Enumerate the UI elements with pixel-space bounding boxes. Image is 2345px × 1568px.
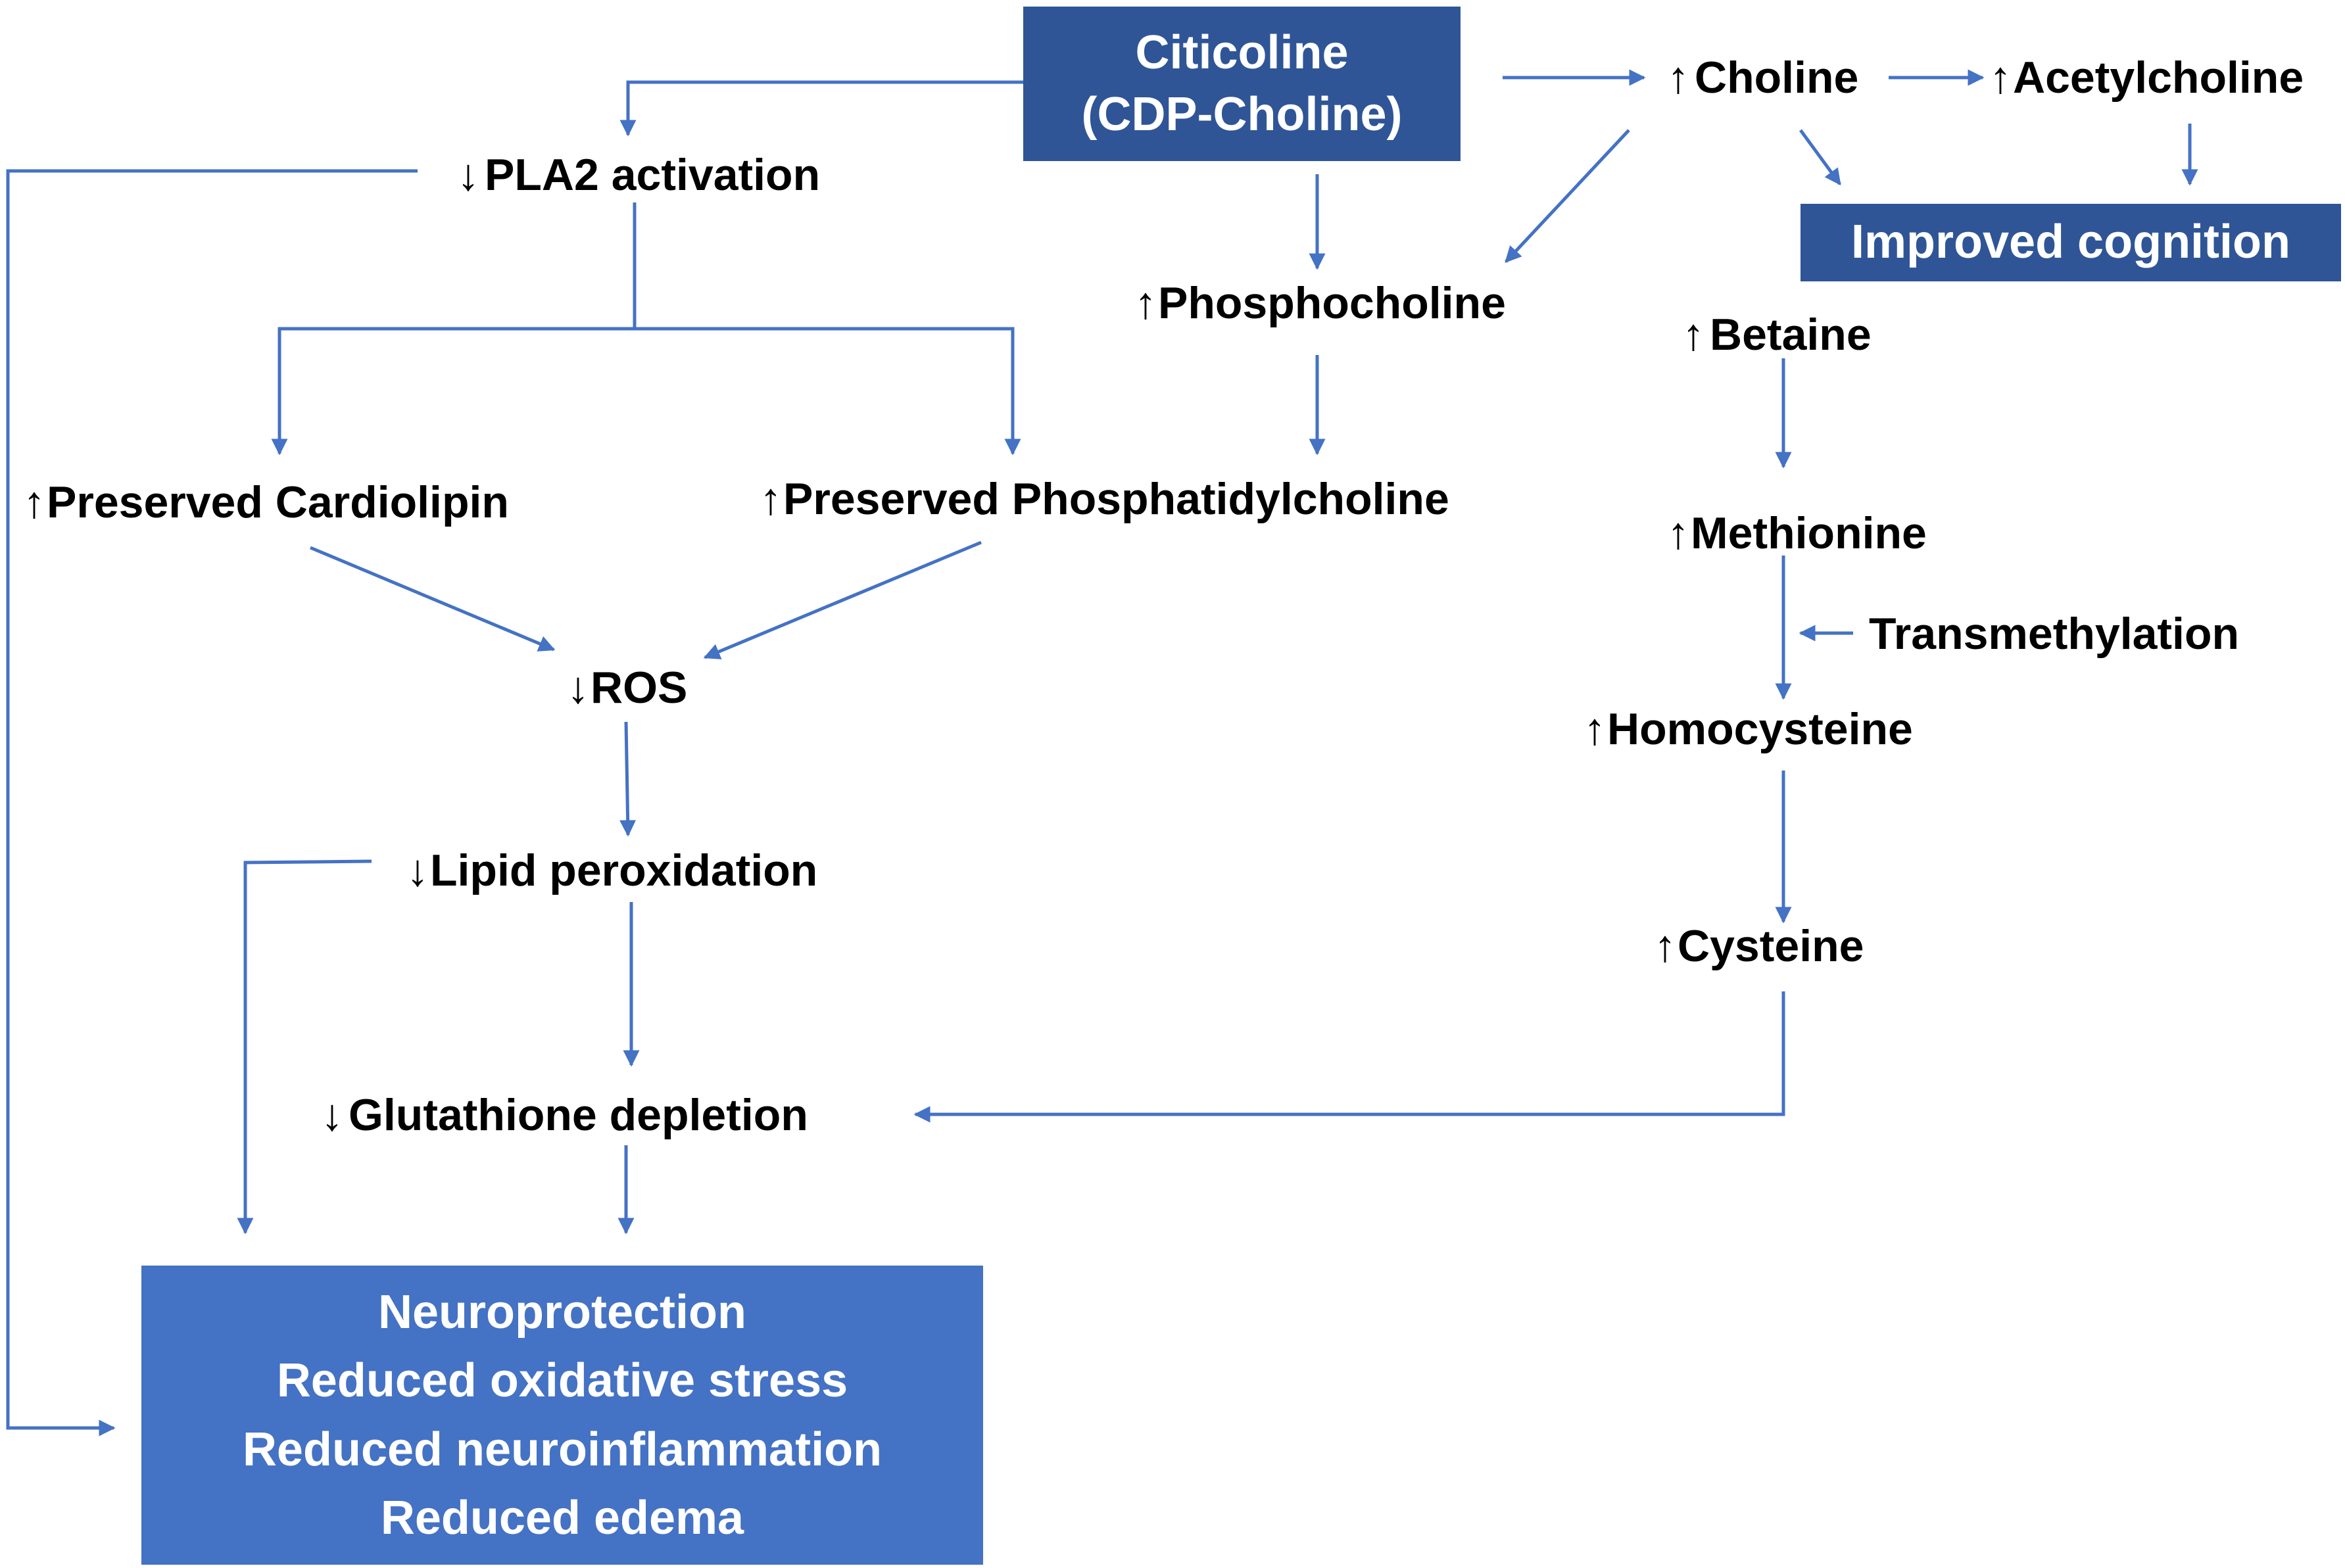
down-arrow-icon: ↓ bbox=[567, 663, 589, 713]
node-homocysteine-label: Homocysteine bbox=[1607, 704, 1913, 754]
node-phosphatidylcholine-label: Preserved Phosphatidylcholine bbox=[783, 474, 1449, 524]
citicoline-label: Citicoline bbox=[1135, 26, 1349, 79]
node-ros: ↓ROS bbox=[567, 665, 687, 710]
node-lipid-peroxidation: ↓Lipid peroxidation bbox=[406, 848, 817, 893]
edge-choline-to-cognition bbox=[1799, 129, 1842, 186]
node-glutathione-depletion: ↓Glutathione depletion bbox=[321, 1093, 808, 1137]
citicoline-box: Citicoline (CDP-Choline) bbox=[1023, 7, 1461, 161]
node-choline-label: Choline bbox=[1695, 53, 1859, 103]
up-arrow-icon: ↑ bbox=[1654, 921, 1676, 971]
down-arrow-icon: ↓ bbox=[457, 150, 479, 200]
node-betaine: ↑Betaine bbox=[1682, 312, 1872, 357]
node-phosphocholine: ↑Phosphocholine bbox=[1134, 281, 1506, 325]
edge-pla2-to-cardiolipin bbox=[271, 327, 635, 456]
node-lipid-label: Lipid peroxidation bbox=[430, 845, 818, 895]
node-transmethylation: Transmethylation bbox=[1869, 611, 2239, 656]
up-arrow-icon: ↑ bbox=[1682, 310, 1704, 360]
node-acetylcholine-label: Acetylcholine bbox=[2013, 53, 2304, 103]
up-arrow-icon: ↑ bbox=[1134, 278, 1157, 328]
node-ros-label: ROS bbox=[591, 663, 688, 713]
node-glutathione-label: Glutathione depletion bbox=[349, 1090, 808, 1140]
outcome-line-edema: Reduced edema bbox=[380, 1491, 744, 1544]
node-cardiolipin-label: Preserved Cardiolipin bbox=[47, 477, 509, 527]
node-betaine-label: Betaine bbox=[1710, 310, 1872, 360]
node-choline: ↑Choline bbox=[1667, 55, 1858, 100]
edge-pla2-to-phosphatidylcholine bbox=[635, 327, 1021, 456]
outcome-box: Neuroprotection Reduced oxidative stress… bbox=[141, 1266, 983, 1565]
edge-pla2-to-outcome bbox=[6, 169, 418, 1437]
down-arrow-icon: ↓ bbox=[406, 845, 429, 895]
up-arrow-icon: ↑ bbox=[760, 474, 782, 524]
citicoline-sublabel: (CDP-Choline) bbox=[1081, 87, 1403, 141]
up-arrow-icon: ↑ bbox=[1667, 53, 1689, 103]
node-homocysteine: ↑Homocysteine bbox=[1583, 707, 1913, 751]
edge-citicoline-to-pla2 bbox=[619, 80, 1023, 137]
edge-cardiolipin-to-ros bbox=[310, 546, 556, 652]
node-transmethylation-label: Transmethylation bbox=[1869, 609, 2240, 659]
edge-cysteine-to-glutathione bbox=[913, 991, 1785, 1123]
outcome-line-neuroprotection: Neuroprotection bbox=[377, 1285, 746, 1339]
edge-lipid-to-outcome bbox=[237, 859, 372, 1235]
node-methionine: ↑Methionine bbox=[1667, 511, 1927, 556]
node-cysteine-label: Cysteine bbox=[1678, 921, 1864, 971]
up-arrow-icon: ↑ bbox=[1989, 53, 2012, 103]
up-arrow-icon: ↑ bbox=[23, 477, 45, 527]
outcome-line-oxidative-stress: Reduced oxidative stress bbox=[276, 1354, 848, 1408]
node-preserved-phosphatidylcholine: ↑Preserved Phosphatidylcholine bbox=[760, 477, 1449, 521]
outcome-line-neuroinflammation: Reduced neuroinflammation bbox=[242, 1423, 882, 1476]
improved-cognition-label: Improved cognition bbox=[1850, 216, 2290, 269]
edge-ros-to-lipid bbox=[619, 721, 637, 837]
node-preserved-cardiolipin: ↑Preserved Cardiolipin bbox=[23, 480, 509, 525]
node-phosphocholine-label: Phosphocholine bbox=[1158, 278, 1506, 328]
node-cysteine: ↑Cysteine bbox=[1654, 924, 1864, 968]
node-pla2-label: PLA2 activation bbox=[485, 150, 821, 200]
edge-phosphatidylcholine-to-ros bbox=[703, 540, 982, 659]
edge-choline-to-phosphocholine bbox=[1505, 129, 1630, 263]
up-arrow-icon: ↑ bbox=[1667, 508, 1689, 558]
node-acetylcholine: ↑Acetylcholine bbox=[1989, 55, 2304, 100]
improved-cognition-box: Improved cognition bbox=[1801, 204, 2341, 281]
down-arrow-icon: ↓ bbox=[321, 1090, 343, 1140]
node-pla2-activation: ↓PLA2 activation bbox=[457, 153, 820, 197]
up-arrow-icon: ↑ bbox=[1583, 704, 1606, 754]
node-methionine-label: Methionine bbox=[1691, 508, 1927, 558]
